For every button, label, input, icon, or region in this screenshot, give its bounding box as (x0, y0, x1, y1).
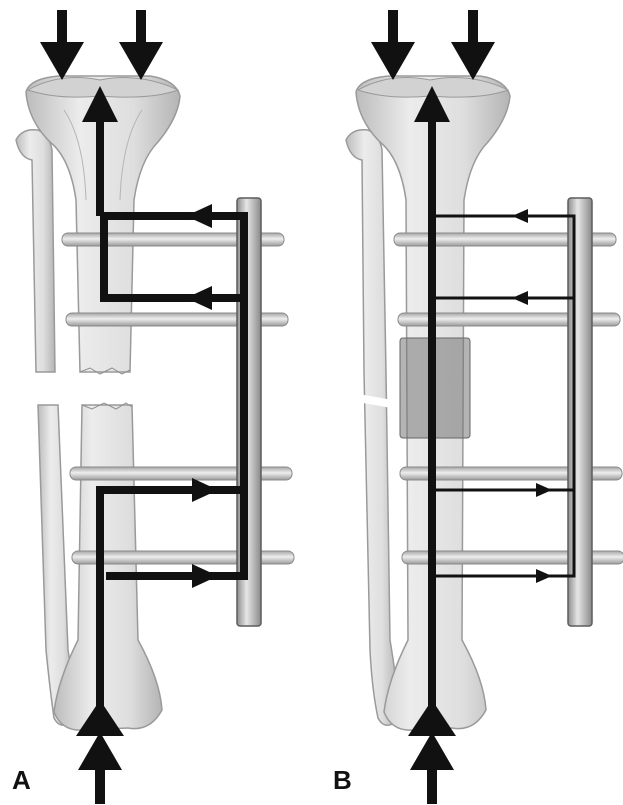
arrow-left-head (186, 204, 212, 228)
tibia-distal-fragment (54, 405, 162, 730)
panel-label-a: A (12, 765, 31, 796)
down-arrow-icon (119, 42, 163, 80)
arrow-left-head (186, 286, 212, 310)
fibula (346, 130, 398, 725)
panel-b (346, 10, 623, 804)
fixator-rod (568, 198, 592, 626)
down-arrow-icon (40, 42, 84, 80)
panel-label-b: B (333, 765, 352, 796)
up-arrow-icon (78, 732, 122, 770)
down-arrow-icon (371, 42, 415, 80)
fibula-upper (16, 130, 55, 372)
panel-a (16, 10, 294, 804)
up-arrow-icon (410, 732, 454, 770)
arrow-left-head (512, 291, 528, 305)
arrow-right-head (192, 564, 218, 588)
arrow-right-head (536, 569, 552, 583)
arrow-right-head (192, 478, 218, 502)
down-arrow-icon (451, 42, 495, 80)
arrow-left-head (512, 209, 528, 223)
arrow-right-head (536, 483, 552, 497)
